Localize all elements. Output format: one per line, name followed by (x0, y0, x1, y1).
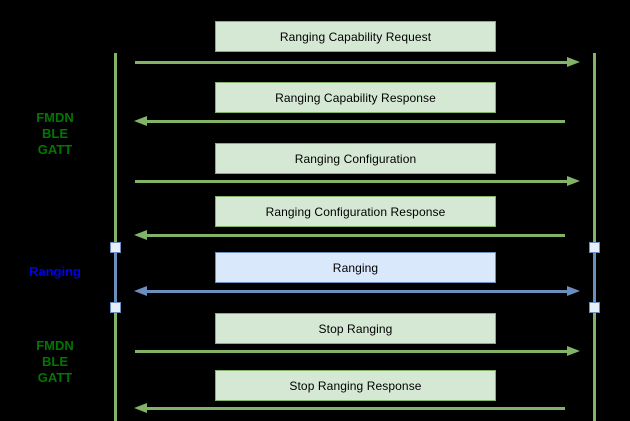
arrowhead-right-icon (567, 176, 580, 186)
arrow-ranging-configuration-response (134, 230, 565, 240)
arrow-ranging-configuration (135, 176, 580, 186)
message-box-ranging-configuration-response: Ranging Configuration Response (215, 196, 496, 227)
arrow-ranging-capability-request (135, 57, 580, 67)
lifeline-right (592, 53, 596, 421)
arrowhead-left-icon (134, 116, 147, 126)
arrow-stop-ranging (135, 346, 580, 356)
message-box-ranging-configuration: Ranging Configuration (215, 143, 496, 174)
arrowhead-right-icon (567, 57, 580, 67)
label-fmdn-ble-gatt-top: FMDN BLE GATT (36, 110, 74, 157)
session-endpoint-marker (109, 302, 121, 313)
message-box-ranging-capability-request: Ranging Capability Request (215, 21, 496, 52)
lifeline-left (113, 53, 117, 421)
session-endpoint-marker (588, 302, 600, 313)
arrowhead-right-icon (567, 346, 580, 356)
arrowhead-right-icon (567, 286, 580, 296)
arrowhead-left-icon (134, 286, 147, 296)
ranging-session-segment-right (592, 247, 596, 307)
session-endpoint-marker (588, 242, 600, 253)
arrow-ranging-capability-response (134, 116, 565, 126)
label-fmdn-ble-gatt-bottom: FMDN BLE GATT (36, 338, 74, 385)
arrow-ranging-bidirectional (134, 286, 580, 296)
label-ranging-phase: Ranging (29, 264, 81, 279)
message-box-ranging: Ranging (215, 252, 496, 283)
arrowhead-left-icon (134, 403, 147, 413)
arrow-stop-ranging-response (134, 403, 565, 413)
session-endpoint-marker (109, 242, 121, 253)
arrowhead-left-icon (134, 230, 147, 240)
message-box-stop-ranging-response: Stop Ranging Response (215, 370, 496, 401)
message-box-stop-ranging: Stop Ranging (215, 313, 496, 344)
ranging-session-segment-left (113, 247, 117, 307)
message-box-ranging-capability-response: Ranging Capability Response (215, 82, 496, 113)
